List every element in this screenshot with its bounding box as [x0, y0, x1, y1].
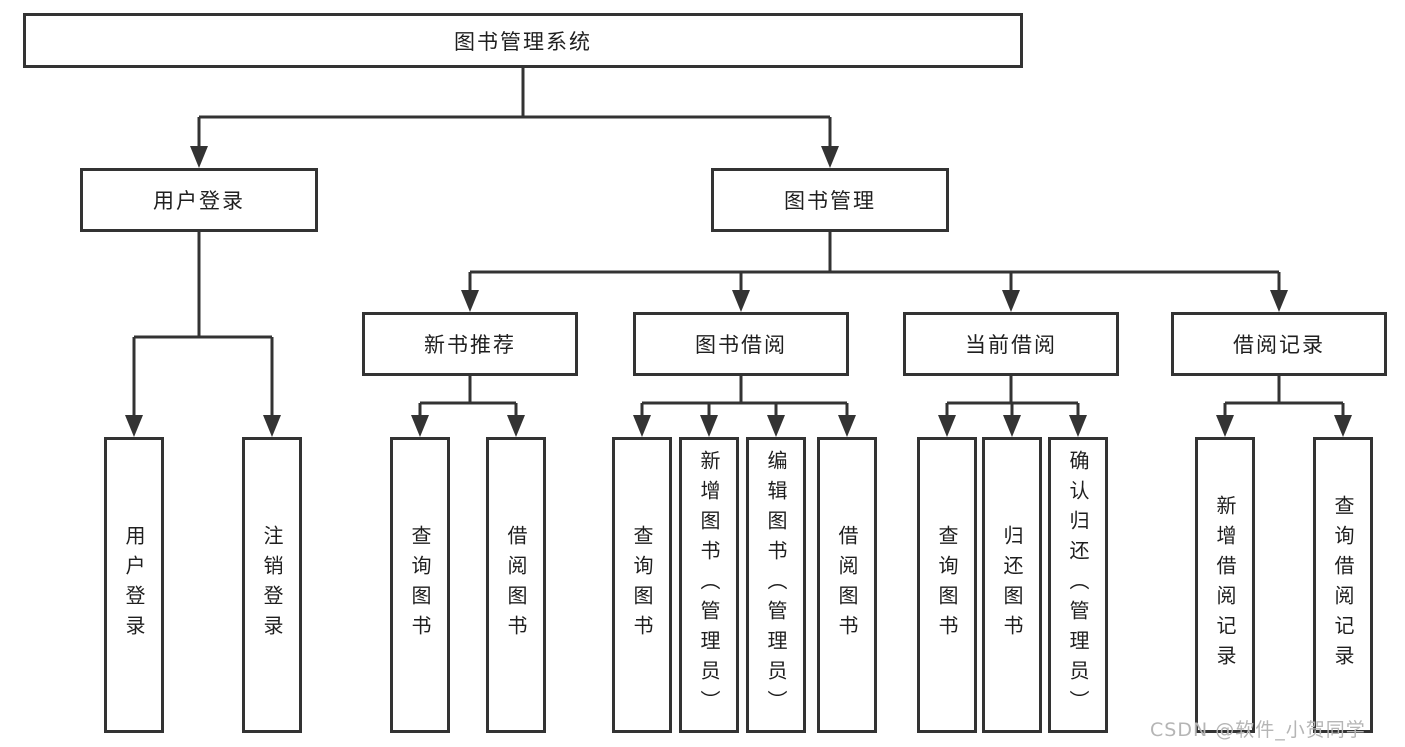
leaf-confirm-return-admin: 确认归还（管理员）: [1048, 437, 1108, 733]
leaf-add-borrow-record: 新增借阅记录: [1195, 437, 1255, 733]
watermark-text: CSDN @软件_小贺同学: [1150, 719, 1366, 741]
node-new-book-recommendation: 新书推荐: [362, 312, 578, 376]
leaf-return-books: 归还图书: [982, 437, 1042, 733]
node-book-borrowing: 图书借阅: [633, 312, 849, 376]
leaf-edit-book-admin: 编辑图书（管理员）: [746, 437, 806, 733]
leaf-query-books-recommend: 查询图书: [390, 437, 450, 733]
node-library-management-system: 图书管理系统: [23, 13, 1023, 68]
node-user-login: 用户登录: [80, 168, 318, 232]
node-book-management: 图书管理: [711, 168, 949, 232]
leaf-query-books-current: 查询图书: [917, 437, 977, 733]
node-borrowing-records: 借阅记录: [1171, 312, 1387, 376]
arrowhead-icons: [125, 146, 1352, 437]
node-current-borrowing: 当前借阅: [903, 312, 1119, 376]
leaf-add-book-admin: 新增图书（管理员）: [679, 437, 739, 733]
leaf-user-login: 用户登录: [104, 437, 164, 733]
leaf-logout: 注销登录: [242, 437, 302, 733]
leaf-query-borrow-record: 查询借阅记录: [1313, 437, 1373, 733]
leaf-borrow-books-recommend: 借阅图书: [486, 437, 546, 733]
leaf-query-books-borrowing: 查询图书: [612, 437, 672, 733]
leaf-borrow-books-borrowing: 借阅图书: [817, 437, 877, 733]
